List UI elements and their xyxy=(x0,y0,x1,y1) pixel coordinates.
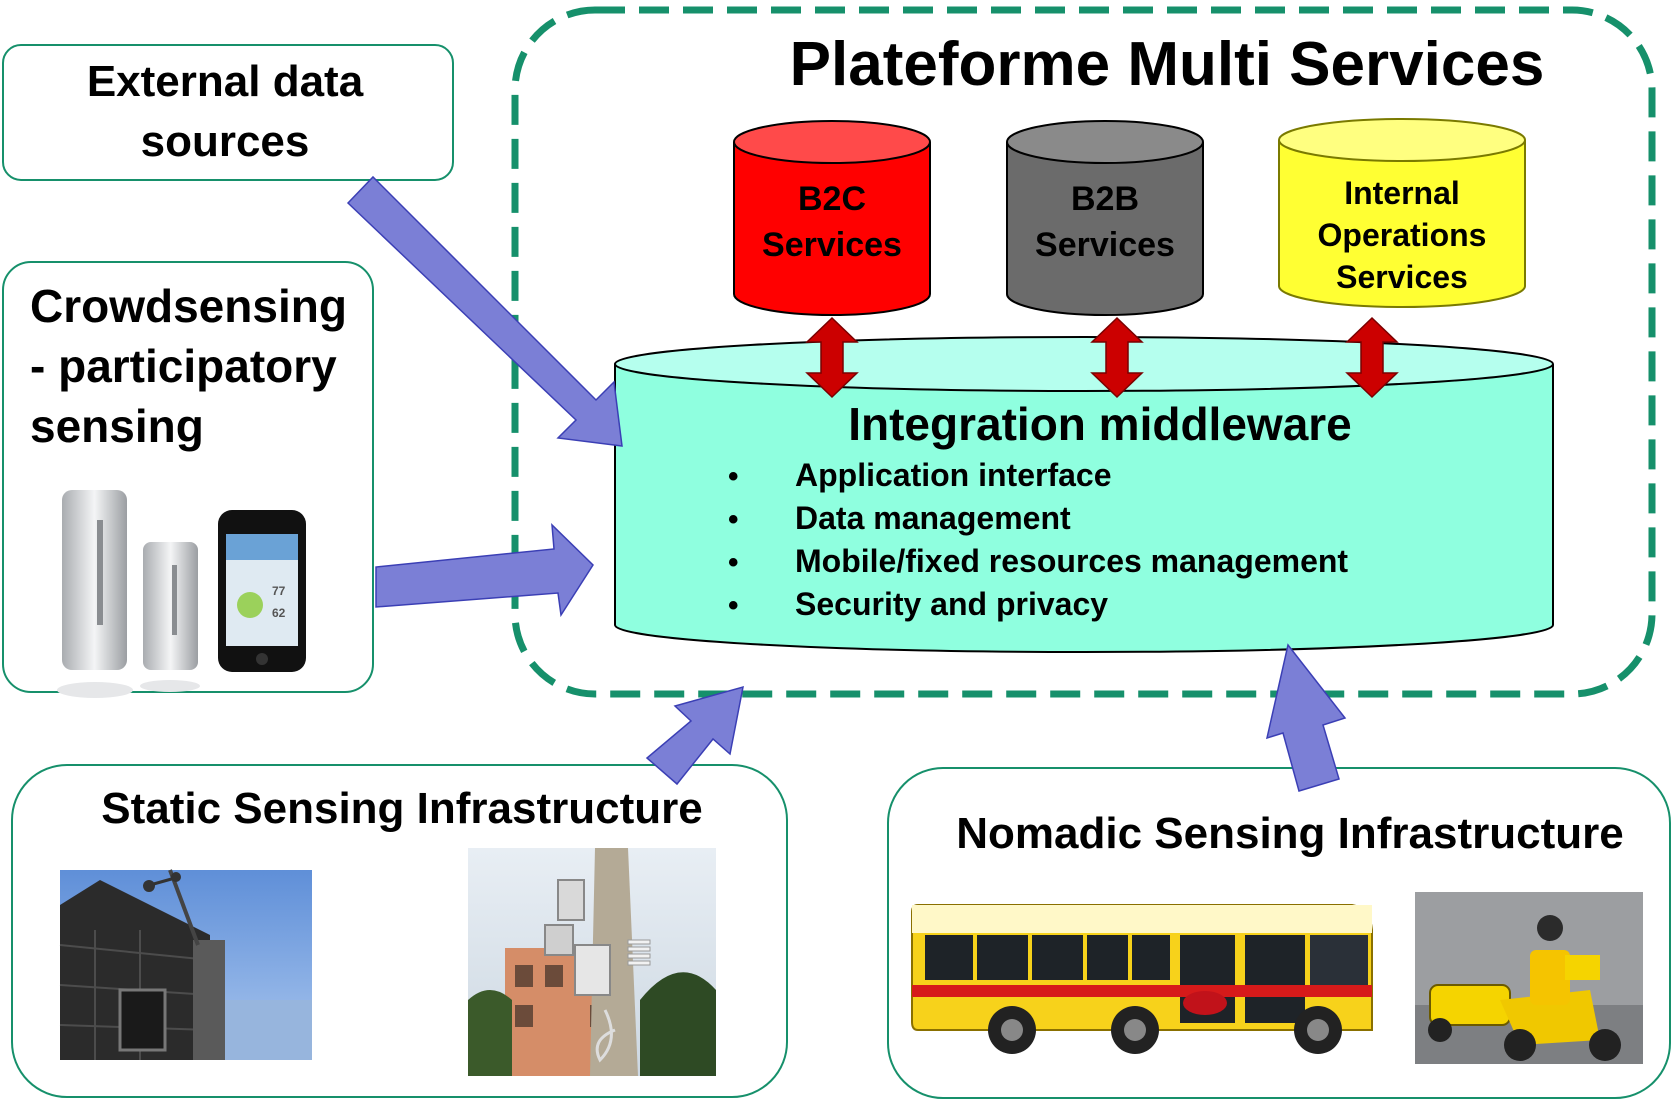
crowdsensing-label-line1: Crowdsensing xyxy=(30,280,347,332)
b2c-label-line1: B2C xyxy=(798,180,866,218)
b2b-label-line2: Services xyxy=(1035,226,1175,264)
arrow-static-to-middleware xyxy=(645,685,744,786)
b2c-label-line2: Services xyxy=(762,226,902,264)
double-arrow-internal xyxy=(1345,316,1399,399)
middleware-item-application-interface: Application interface xyxy=(795,457,1112,493)
middleware-bullets: • Application interface • Data managemen… xyxy=(728,457,1348,622)
double-arrow-b2c xyxy=(805,316,859,399)
static-sensing-title: Static Sensing Infrastructure xyxy=(101,784,702,833)
arrow-nomadic-to-middleware xyxy=(1265,643,1347,792)
arrow-crowdsensing-to-middleware xyxy=(375,523,594,618)
arrow-external-to-middleware xyxy=(346,175,623,447)
middleware-title: Integration middleware xyxy=(848,398,1352,450)
crowdsensing-label-line3: sensing xyxy=(30,400,204,452)
bus-photo xyxy=(911,904,1373,1054)
middleware-item-resources-management: Mobile/fixed resources management xyxy=(795,543,1348,579)
static-sensor-photo-2 xyxy=(468,848,716,1076)
middleware-item-security-privacy: Security and privacy xyxy=(795,586,1108,622)
middleware-item-data-management: Data management xyxy=(795,500,1071,536)
nomadic-sensing-title: Nomadic Sensing Infrastructure xyxy=(956,809,1623,858)
integration-middleware-cylinder xyxy=(614,336,1554,653)
internal-operations-cylinder xyxy=(1278,118,1526,308)
external-data-label-line1: External data xyxy=(87,57,364,106)
b2b-label-line1: B2B xyxy=(1071,180,1139,218)
internal-label-line3: Services xyxy=(1336,259,1468,295)
bullet-dot: • xyxy=(728,589,739,622)
crowdsensing-label-line2: - participatory xyxy=(30,340,337,392)
internal-label-line1: Internal xyxy=(1344,175,1460,211)
postal-scooter-photo xyxy=(1415,892,1643,1064)
external-data-box xyxy=(2,44,454,181)
svg-text:62: 62 xyxy=(272,606,286,620)
bullet-dot: • xyxy=(728,546,739,579)
static-sensor-photo-1 xyxy=(59,869,312,1060)
platform-title: Plateforme Multi Services xyxy=(790,30,1545,99)
platform-border xyxy=(511,6,1656,698)
weather-station-image: 77 62 xyxy=(57,490,306,698)
bullet-dot: • xyxy=(728,503,739,536)
bullet-dot: • xyxy=(728,460,739,493)
b2c-services-cylinder xyxy=(733,120,931,316)
external-data-label-line2: sources xyxy=(141,117,310,166)
svg-text:77: 77 xyxy=(272,584,286,598)
b2b-services-cylinder xyxy=(1006,120,1204,316)
internal-label-line2: Operations xyxy=(1318,217,1487,253)
double-arrow-b2b xyxy=(1090,316,1144,399)
